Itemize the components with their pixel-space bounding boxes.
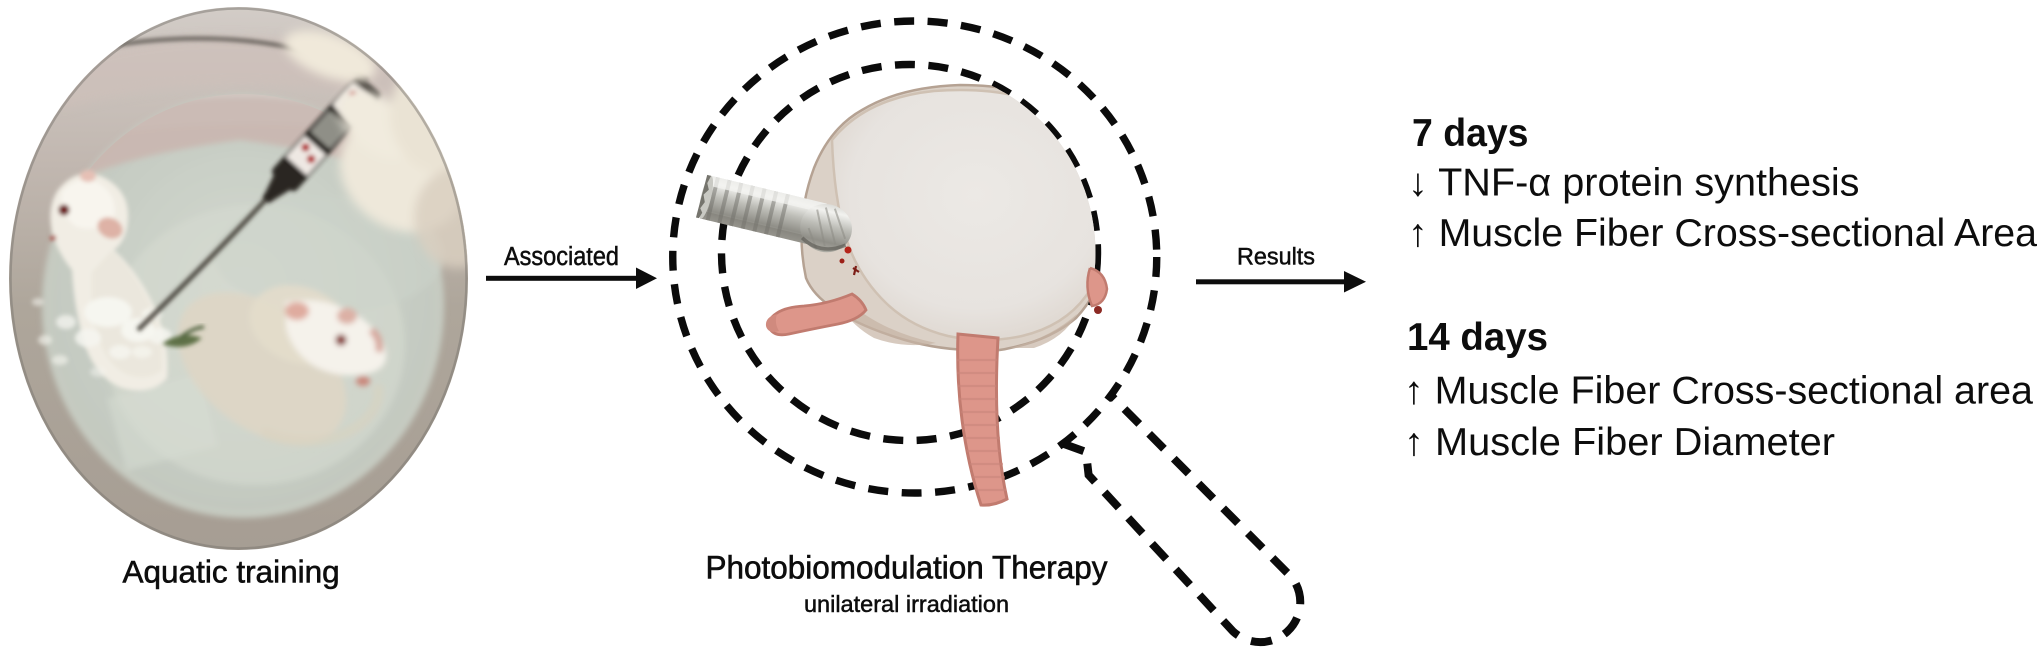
svg-text:unilateral irradiation: unilateral irradiation bbox=[804, 591, 1009, 617]
svg-text:Aquatic training: Aquatic training bbox=[123, 554, 340, 590]
svg-text:↑ Muscle Fiber Diameter: ↑ Muscle Fiber Diameter bbox=[1404, 421, 1835, 464]
svg-text:Associated: Associated bbox=[504, 243, 619, 271]
svg-text:Results: Results bbox=[1237, 244, 1315, 271]
svg-text:14 days: 14 days bbox=[1407, 316, 1548, 359]
svg-text:Photobiomodulation Therapy: Photobiomodulation Therapy bbox=[706, 549, 1108, 585]
svg-text:↓ TNF-α protein synthesis: ↓ TNF-α protein synthesis bbox=[1408, 162, 1860, 205]
svg-text:↑ Muscle Fiber Cross-sectional: ↑ Muscle Fiber Cross-sectional Area bbox=[1408, 212, 2037, 255]
svg-text:↑ Muscle Fiber Cross-sectional: ↑ Muscle Fiber Cross-sectional area bbox=[1404, 370, 2033, 413]
svg-text:7 days: 7 days bbox=[1412, 112, 1529, 155]
